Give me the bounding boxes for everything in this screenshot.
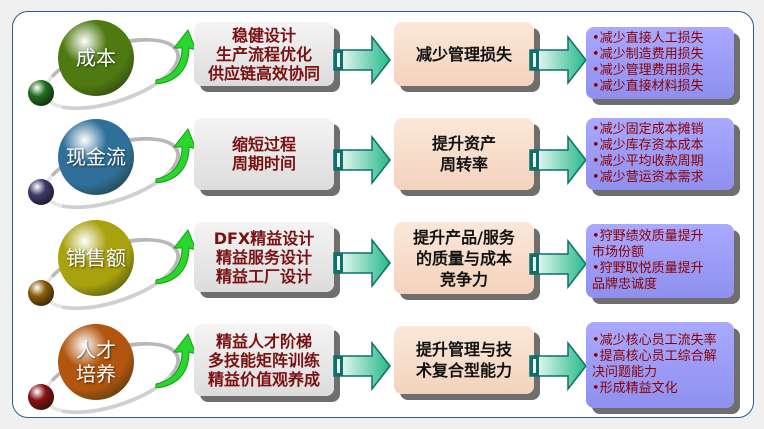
category-sphere-group: 销售额 <box>20 214 197 325</box>
category-sphere: 现金流 <box>58 119 134 195</box>
action-item: 周期时间 <box>231 154 296 173</box>
action-item: 精益价值观养成 <box>207 369 320 389</box>
action-box: DFX精益设计精益服务设计精益工厂设计 <box>194 222 334 292</box>
result-item: •减少核心员工流失率 <box>592 333 717 348</box>
results-box: •减少直接人工损失•减少制造费用损失•减少管理费用损失•减少直接材料损失 <box>586 27 734 99</box>
action-item: 精益人才阶梯 <box>215 331 312 351</box>
category-label: 成本 <box>76 46 116 70</box>
small-sphere <box>28 179 54 205</box>
result-item: •减少制造费用损失 <box>592 47 704 62</box>
action-box: 缩短过程周期时间 <box>194 118 334 190</box>
flow-arrow-icon <box>332 340 392 392</box>
result-item: •减少直接人工损失 <box>592 31 704 46</box>
outcome-item: 术复合型能力 <box>415 361 512 380</box>
outcome-item: 的质量与成本 <box>415 248 512 268</box>
category-label-line: 培养 <box>76 362 116 386</box>
result-item: •狩野取悦质量提升 <box>592 261 704 276</box>
action-item: 供应链高效协同 <box>207 63 320 83</box>
outcome-lines: 提升产品/服务的质量与成本竞争力 <box>413 227 515 290</box>
outcome-lines: 提升资产周转率 <box>432 133 496 175</box>
result-item: •减少营运资本需求 <box>592 170 704 185</box>
results-lines: •减少直接人工损失•减少制造费用损失•减少管理费用损失•减少直接材料损失 <box>592 31 728 95</box>
result-item: •形成精益文化 <box>592 381 678 396</box>
action-item: 多技能矩阵训练 <box>207 350 320 370</box>
outcome-item: 提升产品/服务 <box>413 227 515 247</box>
row-4: 人才培养 精益人才阶梯多技能矩阵训练精益价值观养成 提升管理与技术复合型能力 •… <box>0 318 764 429</box>
result-item: •减少固定成本摊销 <box>592 122 704 137</box>
flow-arrow-icon <box>332 237 392 289</box>
small-sphere <box>28 384 54 410</box>
flow-arrow-icon <box>332 34 392 86</box>
outcome-lines: 减少管理损失 <box>416 44 512 65</box>
action-item: 精益工厂设计 <box>215 266 312 286</box>
action-item: 稳健设计 <box>231 25 296 45</box>
growth-arrow-icon <box>152 127 197 184</box>
outcome-item: 减少管理损失 <box>415 44 512 64</box>
category-label: 销售额 <box>66 246 126 270</box>
category-sphere: 成本 <box>58 20 134 96</box>
flow-arrow-icon <box>528 340 588 392</box>
action-item: 缩短过程 <box>231 135 296 154</box>
outcome-item: 周转率 <box>439 155 488 174</box>
result-item: 品牌忠诚度 <box>592 277 658 292</box>
growth-arrow-icon <box>152 28 197 85</box>
action-item: DFX精益设计 <box>213 228 315 248</box>
result-item: 市场份额 <box>592 245 645 260</box>
row-3: 销售额 DFX精益设计精益服务设计精益工厂设计 提升产品/服务的质量与成本竞争力… <box>0 214 764 325</box>
outcome-box: 提升产品/服务的质量与成本竞争力 <box>394 222 534 294</box>
action-lines: 缩短过程周期时间 <box>232 135 296 173</box>
outcome-lines: 提升管理与技术复合型能力 <box>416 339 512 381</box>
outcome-item: 提升管理与技 <box>415 340 512 359</box>
result-item: •减少平均收款周期 <box>592 154 704 169</box>
action-lines: 精益人才阶梯多技能矩阵训练精益价值观养成 <box>208 332 320 389</box>
flow-arrow-icon <box>332 134 392 186</box>
results-lines: •减少固定成本摊销•减少库存资本成本•减少平均收款周期•减少营运资本需求 <box>592 122 728 186</box>
category-sphere: 销售额 <box>58 220 134 296</box>
flow-arrow-icon <box>528 238 588 290</box>
growth-arrow-icon <box>152 228 197 285</box>
result-item: 决问题能力 <box>592 365 658 380</box>
action-box: 稳健设计生产流程优化供应链高效协同 <box>194 22 334 86</box>
row-2: 现金流 缩短过程周期时间 提升资产周转率 •减少固定成本摊销•减少库存资本成本•… <box>0 113 764 224</box>
result-item: •狩野绩效质量提升 <box>592 229 704 244</box>
action-lines: 稳健设计生产流程优化供应链高效协同 <box>208 26 320 83</box>
result-item: •减少直接材料损失 <box>592 79 704 94</box>
row-1: 成本 稳健设计生产流程优化供应链高效协同 减少管理损失 •减少直接人工损失•减少… <box>0 14 764 125</box>
outcome-box: 减少管理损失 <box>394 22 534 86</box>
action-box: 精益人才阶梯多技能矩阵训练精益价值观养成 <box>194 324 334 396</box>
results-box: •减少核心员工流失率•提高核心员工综合解 决问题能力•形成精益文化 <box>586 322 734 408</box>
results-lines: •减少核心员工流失率•提高核心员工综合解 决问题能力•形成精益文化 <box>592 333 728 397</box>
category-label: 现金流 <box>66 145 126 169</box>
outcome-item: 提升资产 <box>431 134 496 153</box>
result-item: •减少库存资本成本 <box>592 138 704 153</box>
growth-arrow-icon <box>152 332 197 389</box>
outcome-box: 提升资产周转率 <box>394 118 534 190</box>
action-lines: DFX精益设计精益服务设计精益工厂设计 <box>214 229 315 286</box>
result-item: •减少管理费用损失 <box>592 63 704 78</box>
category-label: 人才培养 <box>76 338 116 386</box>
flow-arrow-icon <box>528 134 588 186</box>
category-sphere-group: 人才培养 <box>20 318 197 429</box>
outcome-item: 竞争力 <box>439 269 488 289</box>
small-sphere <box>28 80 54 106</box>
results-box: •减少固定成本摊销•减少库存资本成本•减少平均收款周期•减少营运资本需求 <box>586 118 734 190</box>
flow-arrow-icon <box>528 34 588 86</box>
category-sphere-group: 成本 <box>20 14 197 125</box>
result-item: •提高核心员工综合解 <box>592 349 717 364</box>
category-label-line: 人才 <box>76 338 116 362</box>
action-item: 精益服务设计 <box>215 247 312 267</box>
action-item: 生产流程优化 <box>215 44 312 64</box>
results-lines: •狩野绩效质量提升 市场份额•狩野取悦质量提升 品牌忠诚度 <box>592 229 728 293</box>
category-sphere: 人才培养 <box>58 324 134 400</box>
small-sphere <box>28 280 54 306</box>
outcome-box: 提升管理与技术复合型能力 <box>394 326 534 394</box>
results-box: •狩野绩效质量提升 市场份额•狩野取悦质量提升 品牌忠诚度 <box>586 224 734 298</box>
category-sphere-group: 现金流 <box>20 113 197 224</box>
